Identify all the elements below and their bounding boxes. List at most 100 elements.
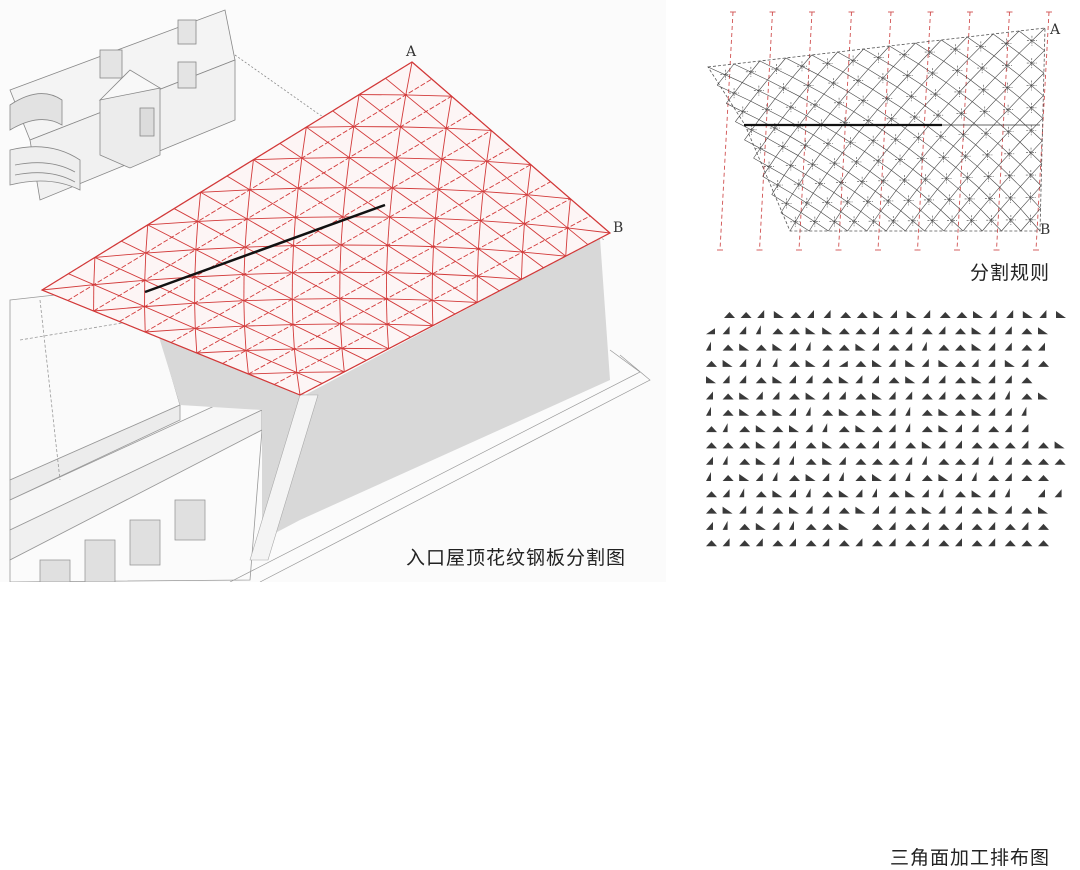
triangle-panel	[739, 393, 749, 400]
layout-drawing-caption: 三角面加工排布图	[890, 843, 1050, 870]
triangle-panel	[889, 538, 896, 546]
triangle-panel	[806, 442, 817, 448]
triangle-panel	[806, 524, 817, 530]
triangle-panel	[1038, 361, 1049, 367]
triangle-panel	[756, 410, 767, 416]
triangle-panel	[955, 410, 966, 416]
triangle-panel	[955, 361, 966, 367]
triangle-panel	[889, 424, 896, 432]
triangle-panel	[988, 489, 995, 497]
triangle-panel	[723, 507, 733, 514]
triangle-panel	[772, 490, 782, 497]
triangle-panel	[872, 459, 883, 465]
triangle-panel	[889, 377, 900, 383]
triangle-panel	[872, 524, 883, 530]
triangle-panel	[1021, 440, 1028, 448]
roof-axonometric-svg: A B	[0, 0, 666, 582]
triangle-panel	[922, 522, 929, 530]
triangle-panel	[855, 442, 866, 448]
triangle-panel	[806, 424, 813, 432]
triangle-panel	[822, 327, 832, 334]
triangle-panel	[872, 488, 877, 497]
triangle-panel	[1005, 473, 1012, 481]
triangle-panel	[905, 457, 912, 465]
triangle-panel	[723, 475, 734, 481]
triangle-panel	[922, 538, 929, 546]
triangle-panel	[822, 473, 829, 481]
triangle-row	[706, 488, 1062, 497]
division-rule-drawing: A B 分割规则	[690, 0, 1080, 290]
triangle-panel	[772, 508, 783, 514]
triangle-panel	[889, 491, 900, 497]
triangle-panel	[822, 538, 829, 546]
triangle-row	[706, 440, 1065, 448]
triangle-panel	[889, 459, 900, 465]
triangle-panel	[872, 326, 879, 334]
triangle-panel	[756, 377, 767, 383]
triangle-panel	[1005, 540, 1016, 546]
triangle-panel	[955, 538, 962, 546]
triangle-panel	[972, 472, 977, 481]
triangle-panel	[938, 440, 945, 448]
triangle-panel	[824, 310, 831, 318]
triangle-panel	[1038, 540, 1049, 546]
triangle-panel	[922, 410, 933, 416]
triangle-panel	[772, 440, 779, 448]
triangle-panel	[855, 344, 865, 351]
triangle-panel	[839, 426, 850, 432]
triangle-panel	[756, 523, 766, 530]
triangle-panel	[756, 441, 766, 448]
triangle-panel	[872, 343, 879, 351]
triangle-panel	[806, 540, 817, 546]
triangle-panel	[807, 310, 814, 318]
triangle-panel	[855, 361, 866, 367]
triangle-panel	[972, 394, 983, 400]
triangle-panel	[922, 375, 929, 383]
triangle-panel	[839, 328, 850, 334]
triangle-panel	[872, 426, 883, 432]
triangle-panel	[839, 442, 850, 448]
triangle-panel	[706, 508, 717, 514]
triangle-panel	[955, 459, 966, 465]
triangle-panel	[938, 326, 945, 334]
triangle-panel	[756, 458, 766, 465]
triangle-panel	[988, 507, 998, 514]
triangle-panel	[1038, 343, 1045, 351]
triangle-panel	[889, 359, 896, 367]
triangle-panel	[756, 425, 766, 432]
triangle-panel	[839, 345, 850, 351]
triangle-panel	[772, 328, 783, 334]
division-rule-svg: A B	[690, 0, 1080, 290]
triangle-panel	[872, 393, 882, 400]
triangle-panel	[1038, 524, 1049, 530]
triangle-panel	[988, 359, 995, 367]
triangle-panel	[789, 538, 796, 546]
triangle-panel	[955, 424, 962, 432]
triangle-panel	[988, 426, 999, 432]
triangle-panel	[872, 360, 882, 367]
triangle-panel	[756, 345, 767, 351]
triangle-panel	[822, 392, 829, 400]
triangle-panel	[1021, 522, 1028, 530]
triangle-panel	[972, 376, 982, 383]
triangle-panel	[789, 408, 796, 416]
triangle-panel	[855, 410, 866, 416]
triangle-panel	[772, 426, 783, 432]
triangle-panel	[1005, 524, 1016, 530]
triangle-panel	[839, 540, 850, 546]
triangle-panel	[723, 442, 734, 448]
rule-drawing-caption: 分割规则	[970, 258, 1050, 285]
triangle-panel	[905, 326, 912, 334]
triangle-panel	[724, 312, 735, 318]
triangle-panel	[723, 375, 730, 383]
triangle-panel	[774, 311, 784, 318]
triangle-panel	[855, 425, 865, 432]
triangle-row	[706, 423, 1028, 432]
triangle-panel	[756, 538, 763, 546]
triangle-panel	[1021, 459, 1032, 465]
triangle-panel	[972, 524, 983, 530]
triangle-panel	[723, 326, 730, 334]
triangle-panel	[889, 392, 896, 400]
triangle-panel	[955, 491, 966, 497]
triangle-panel	[938, 488, 943, 497]
